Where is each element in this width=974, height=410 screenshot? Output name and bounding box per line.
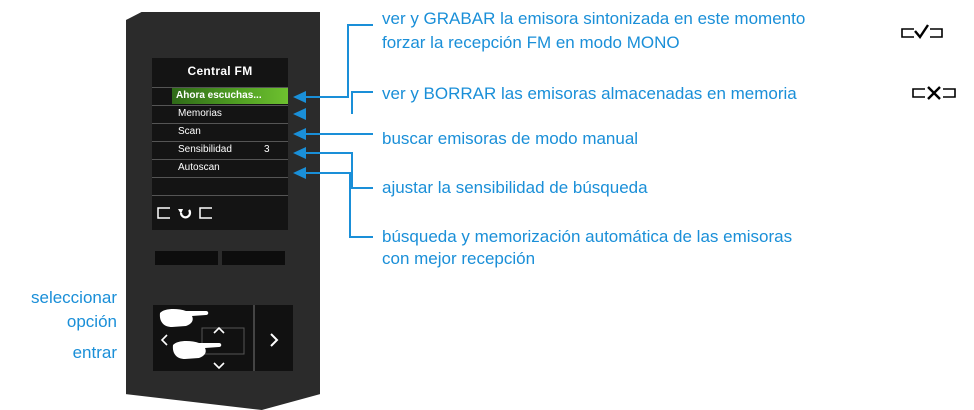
menu-item-label: Memorias xyxy=(178,108,222,119)
annotation-now-playing-save: ver y GRABAR la emisora sintonizada en e… xyxy=(382,9,806,28)
menu-item-label: Autoscan xyxy=(178,162,220,173)
menu-item-label: Ahora escuchas... xyxy=(172,88,288,104)
label-enter: entrar xyxy=(72,343,117,362)
callout-lines xyxy=(305,24,373,238)
chevron-up-icon[interactable] xyxy=(213,326,225,334)
chevron-right-icon[interactable] xyxy=(270,333,279,347)
chevron-left-icon[interactable] xyxy=(160,334,168,346)
pointing-hand-icon xyxy=(172,340,222,359)
chevron-down-icon[interactable] xyxy=(213,362,225,370)
label-option: opción xyxy=(66,312,117,331)
menu-item-label: Sensibilidad xyxy=(178,144,232,155)
menu-item-scan[interactable]: Scan xyxy=(152,123,288,141)
callout-arrowheads xyxy=(293,91,306,179)
left-function-button[interactable] xyxy=(155,251,218,265)
label-select: seleccionar xyxy=(31,288,117,307)
annotation-memories: ver y BORRAR las emisoras almacenadas en… xyxy=(382,84,797,103)
menu-item-autoscan[interactable]: Autoscan xyxy=(152,159,288,177)
sensitivity-value: 3 xyxy=(264,144,270,155)
annotation-scan: buscar emisoras de modo manual xyxy=(382,129,639,148)
device-screen: Central FM Ahora escuchas... Memorias Sc… xyxy=(152,58,288,230)
back-key-icon[interactable] xyxy=(156,206,214,220)
annotation-sensitivity: ajustar la sensibilidad de búsqueda xyxy=(382,178,648,197)
annotation-now-playing-mono: forzar la recepción FM en modo MONO xyxy=(382,33,680,52)
menu-item-label: Scan xyxy=(178,126,201,137)
menu-item-now-playing[interactable]: Ahora escuchas... xyxy=(152,87,288,105)
menu-item-empty xyxy=(152,195,288,215)
annotation-autoscan-2: con mejor recepción xyxy=(382,249,536,268)
nav-center-outline xyxy=(201,327,245,355)
annotation-autoscan-1: búsqueda y memorización automática de la… xyxy=(382,227,793,246)
pointing-hand-icon xyxy=(159,308,209,327)
screen-title: Central FM xyxy=(187,64,253,78)
menu-item-sensitivity[interactable]: Sensibilidad 3 xyxy=(152,141,288,159)
confirm-key-icon xyxy=(901,24,943,40)
right-function-button[interactable] xyxy=(222,251,285,265)
delete-key-icon xyxy=(912,86,956,100)
menu-item-empty xyxy=(152,177,288,195)
menu-item-memories[interactable]: Memorias xyxy=(152,105,288,123)
